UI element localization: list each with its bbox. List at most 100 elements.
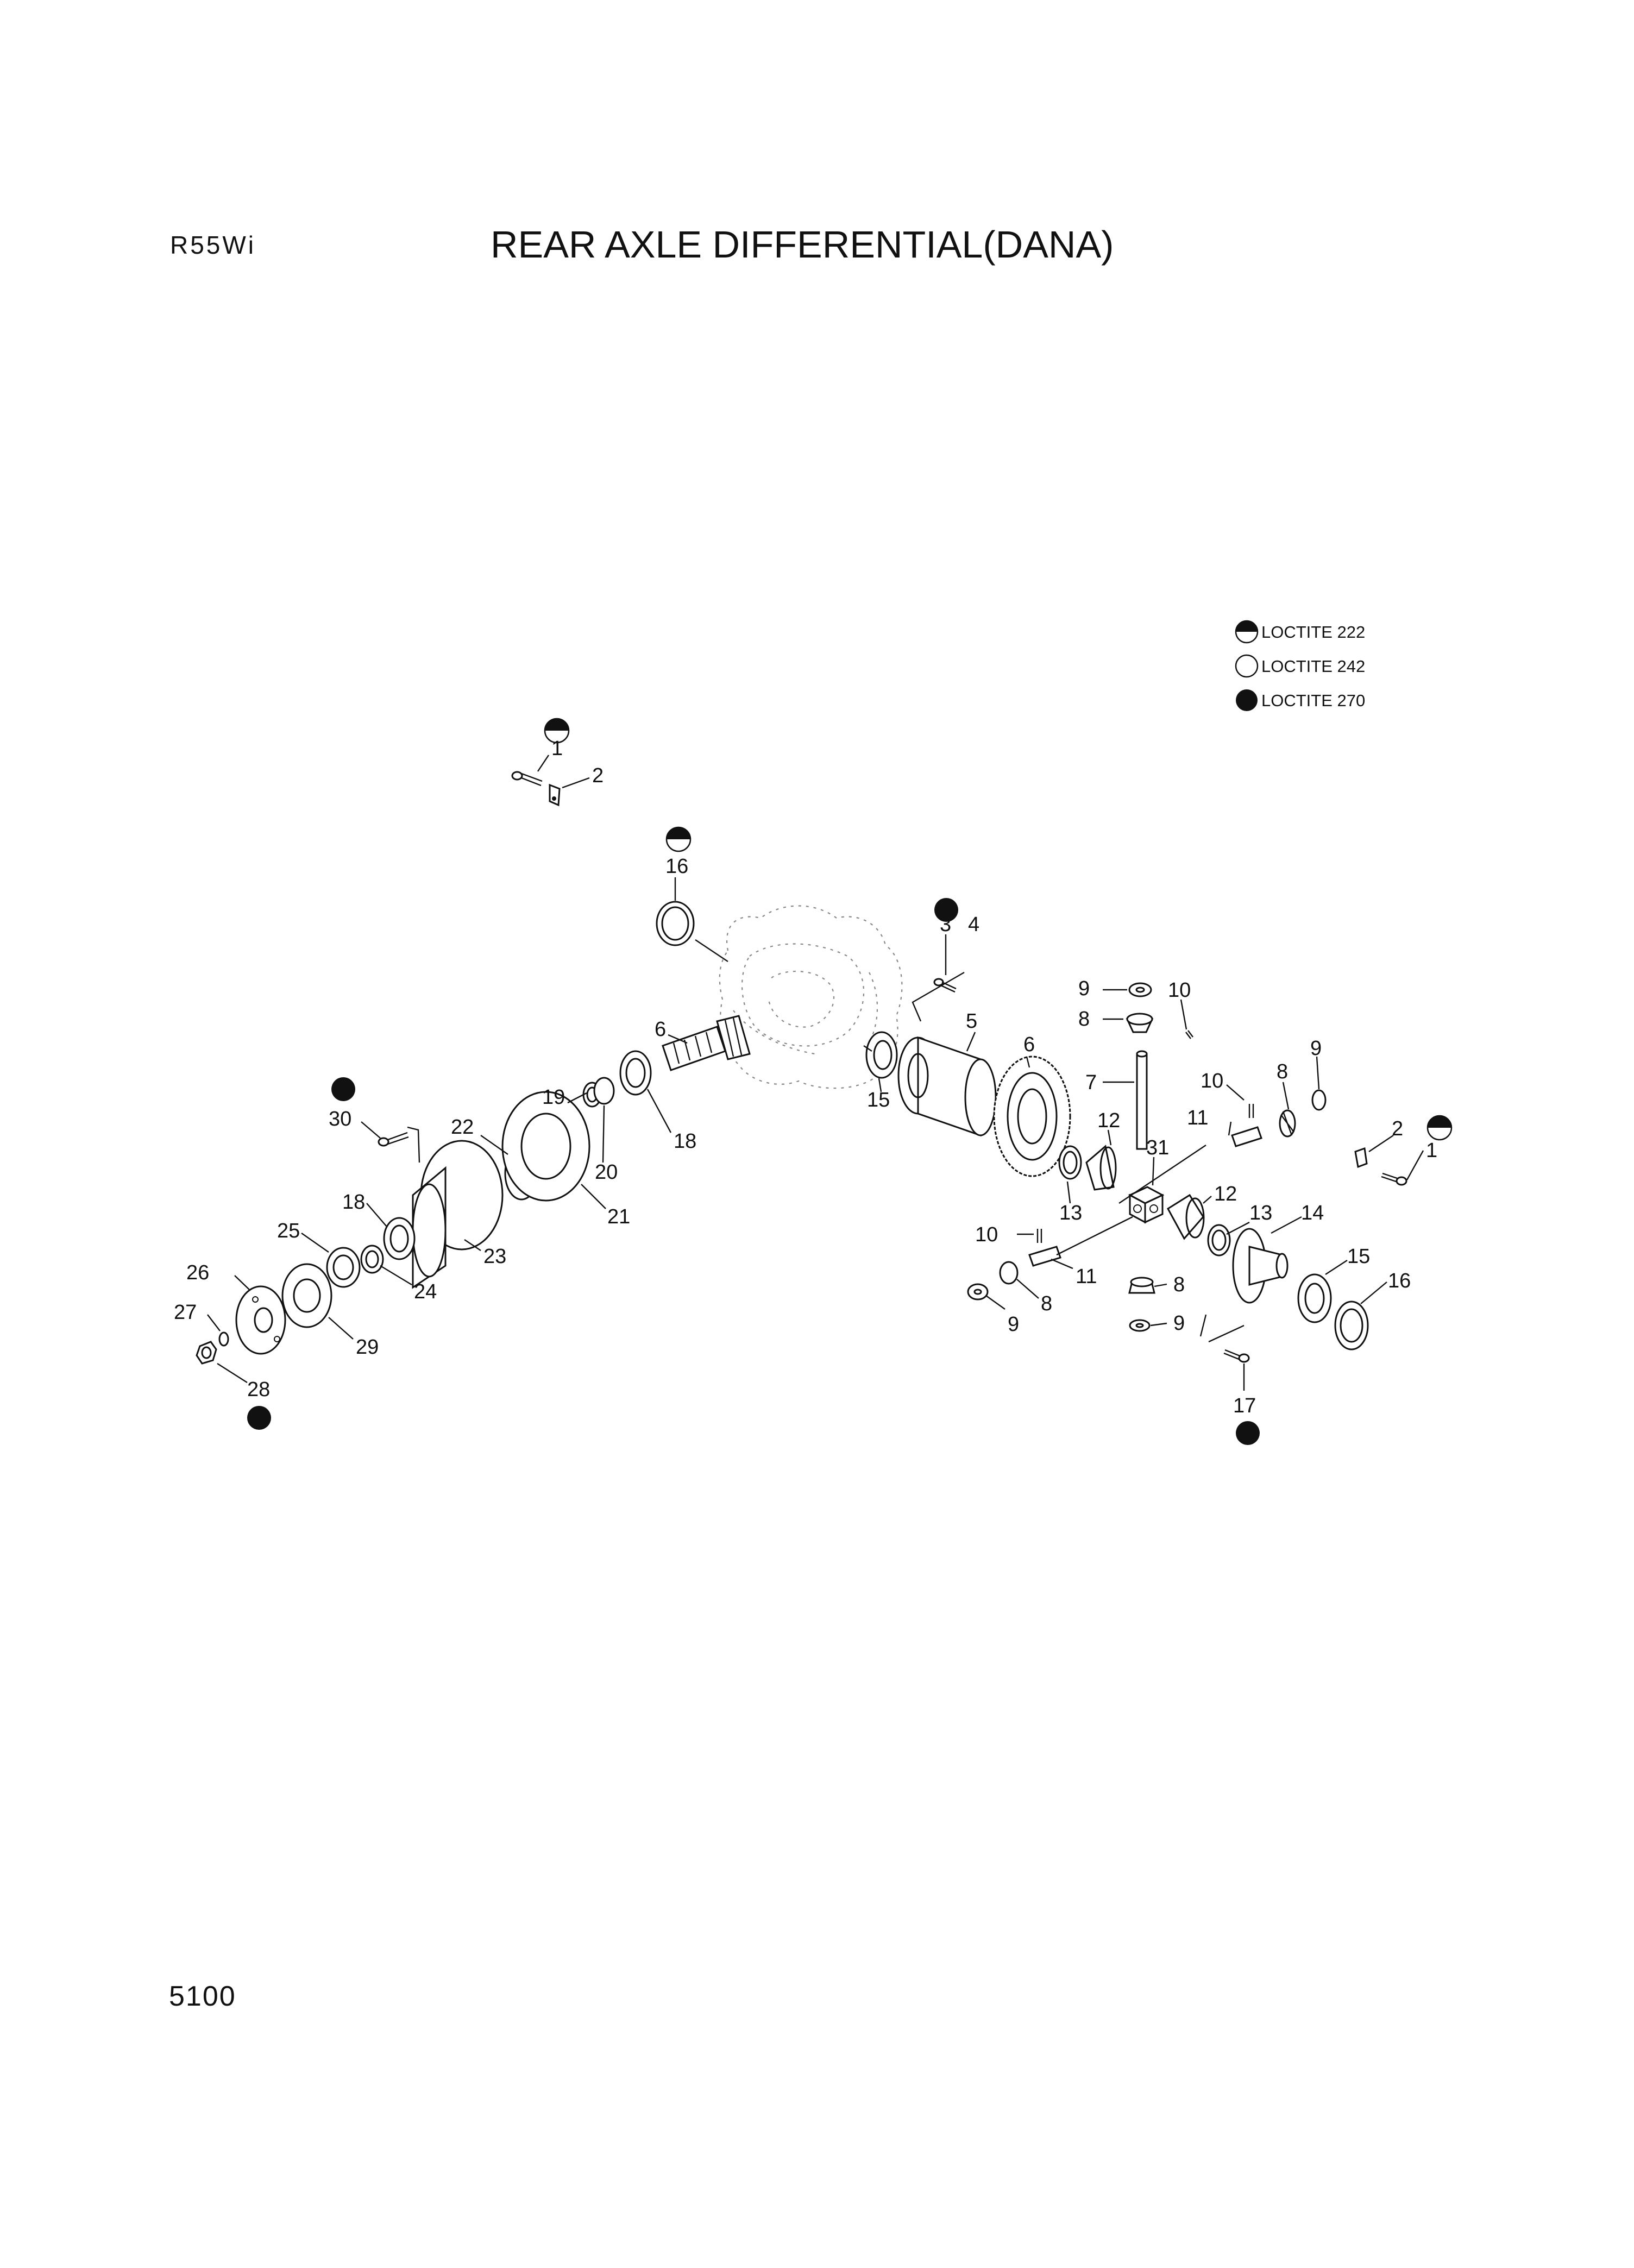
callout-label: 11 <box>1076 1265 1097 1288</box>
part-16-adjuster-ring-right <box>1334 1301 1369 1350</box>
callout-label: 2 <box>1392 1117 1403 1140</box>
part-11-shaft-bottom <box>1028 1246 1061 1267</box>
part-10-pin-right <box>1248 1104 1254 1118</box>
callout-label: 7 <box>1085 1071 1097 1094</box>
half-filled-circle-icon <box>665 826 692 852</box>
part-15-bearing-right <box>1297 1273 1332 1323</box>
callout-label: 15 <box>1347 1245 1370 1268</box>
callout-label: 26 <box>186 1261 209 1284</box>
callout-label: 10 <box>1168 979 1191 1002</box>
model-name: R55Wi <box>170 231 256 259</box>
part-1-bolt-top <box>511 771 543 787</box>
callout-label: 8 <box>1277 1060 1288 1083</box>
part-15-bearing-left <box>865 1031 898 1079</box>
callout-label: 10 <box>1201 1070 1223 1092</box>
callout-label: 12 <box>1214 1183 1237 1205</box>
callout-label: 18 <box>342 1191 365 1214</box>
callout-label: 12 <box>1097 1109 1120 1132</box>
callout-label: 29 <box>356 1336 379 1359</box>
legend-label-loctite-270: LOCTITE 270 <box>1261 691 1365 710</box>
part-13-washer-right <box>1207 1224 1231 1256</box>
part-31-spider-block <box>1128 1186 1165 1224</box>
filled-circle-icon <box>331 1077 355 1101</box>
callout-label: 14 <box>1301 1202 1324 1224</box>
part-8-side-gear-top <box>1126 1013 1154 1033</box>
part-27-o-ring <box>218 1331 229 1347</box>
part-16-adjuster-ring-left <box>656 901 695 946</box>
callout-label: 16 <box>665 855 688 878</box>
part-10-pin-top <box>1185 1030 1193 1039</box>
filled-circle-icon <box>934 898 958 922</box>
callout-label: 21 <box>607 1205 630 1228</box>
part-12-pinion-gear-right <box>1167 1193 1205 1240</box>
callout-label: 28 <box>247 1378 270 1401</box>
half-filled-circle-icon <box>1235 620 1259 644</box>
callout-label: 9 <box>1078 977 1090 1000</box>
part-8-side-gear-bottom <box>1128 1277 1155 1294</box>
part-26-yoke-flange <box>235 1285 286 1355</box>
loctite-legend: LOCTITE 222 LOCTITE 242 LOCTITE 270 <box>1235 620 1365 711</box>
legend-label-loctite-242: LOCTITE 242 <box>1261 657 1365 676</box>
part-18-bearing-lower <box>383 1217 416 1260</box>
callout-label: 11 <box>1187 1107 1208 1129</box>
callout-label: 24 <box>414 1280 437 1303</box>
callout-label: 19 <box>542 1086 565 1109</box>
legend-label-loctite-222: LOCTITE 222 <box>1261 623 1365 642</box>
part-20-ring <box>593 1077 615 1105</box>
part-9-thrust-washer-top <box>1128 982 1152 997</box>
part-24-spacer <box>360 1245 384 1274</box>
part-10-pin-bottom <box>1036 1229 1042 1243</box>
callout-label: 9 <box>1310 1037 1322 1060</box>
part-9-thrust-washer-bottom <box>1129 1319 1151 1332</box>
callout-label: 9 <box>1008 1313 1019 1336</box>
callout-label: 3 <box>940 913 951 936</box>
part-5-differential-case <box>897 1036 997 1137</box>
part-17-bolt <box>1223 1349 1250 1363</box>
part-8-side-gear-bottom-left <box>999 1261 1019 1285</box>
callout-label: 25 <box>277 1220 300 1242</box>
filled-circle-icon <box>1236 689 1258 711</box>
callout-label: 18 <box>674 1130 696 1153</box>
callout-label: 8 <box>1041 1292 1052 1315</box>
part-25-seal <box>326 1247 361 1288</box>
callout-label: 5 <box>966 1010 977 1033</box>
part-6-pinion-shaft <box>662 1015 751 1071</box>
callout-label: 20 <box>595 1161 618 1184</box>
callout-label: 16 <box>1388 1270 1411 1292</box>
part-30-bolt <box>378 1132 409 1147</box>
callout-label: 13 <box>1059 1202 1082 1224</box>
part-2-lock-plate-right <box>1354 1147 1368 1168</box>
loctite-markers <box>247 718 1453 1445</box>
part-3-bolt <box>933 978 957 993</box>
part-8-side-gear-right <box>1279 1109 1296 1138</box>
part-7-cross-shaft <box>1136 1050 1148 1150</box>
filled-circle-icon <box>247 1406 271 1430</box>
part-28-nut <box>196 1341 217 1365</box>
callout-label: 15 <box>867 1089 890 1111</box>
page-title: REAR AXLE DIFFERENTIAL(DANA) <box>491 223 1114 266</box>
part-29-dust-shield <box>281 1263 332 1328</box>
part-6-ring-gear <box>993 1056 1071 1177</box>
callout-label: 1 <box>1426 1139 1437 1162</box>
callout-label: 27 <box>174 1301 197 1324</box>
part-13-washer-left <box>1058 1145 1082 1180</box>
leader-lines <box>207 755 1424 1391</box>
part-9-thrust-washer-right <box>1311 1089 1327 1111</box>
part-2-lock-plate-top <box>549 783 561 807</box>
callout-label: 10 <box>975 1223 998 1246</box>
callout-label: 23 <box>483 1245 506 1268</box>
callout-label: 9 <box>1173 1312 1185 1335</box>
part-14-case-half-right <box>1232 1228 1289 1304</box>
callout-label: 13 <box>1249 1202 1272 1224</box>
part-23-pinion-housing <box>412 1140 504 1289</box>
part-18-bearing-upper <box>619 1050 652 1096</box>
half-filled-circle-icon <box>1426 1115 1453 1141</box>
empty-circle-icon <box>1235 654 1259 678</box>
part-9-thrust-washer-bottom-left <box>967 1283 989 1301</box>
part-12-pinion-gear-left <box>1085 1145 1117 1191</box>
callout-label: 6 <box>655 1018 666 1041</box>
part-11-shaft-right <box>1231 1126 1262 1147</box>
callout-label: 30 <box>329 1108 351 1130</box>
callout-label: 8 <box>1078 1008 1090 1031</box>
